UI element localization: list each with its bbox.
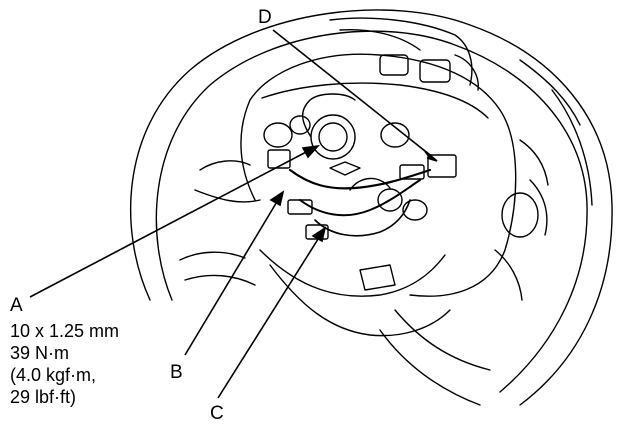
leader-line-a — [29, 149, 311, 298]
hub-outline — [249, 53, 517, 297]
center-bolt-outer — [310, 114, 356, 160]
callout-label-a: A — [10, 295, 23, 316]
callout-label-d: D — [258, 7, 272, 28]
wheel-rim-outer — [130, 9, 613, 406]
arrowhead-c — [311, 226, 327, 243]
arrowhead-a — [301, 144, 321, 159]
center-bolt-inner — [318, 122, 348, 152]
torque-lbf: 29 lbf·ft) — [10, 387, 77, 407]
callout-label-b: B — [170, 362, 183, 383]
arrowhead-b — [269, 190, 285, 207]
torque-spec: 10 x 1.25 mm 39 N·m (4.0 kgf·m, 29 lbf·f… — [10, 320, 119, 408]
torque-kgf: (4.0 kgf·m, — [10, 365, 97, 385]
wheel-rim-inner — [155, 30, 588, 393]
callout-label-c: C — [210, 403, 224, 424]
wiring-harness — [288, 168, 432, 190]
arrowhead-d — [423, 149, 438, 162]
leader-line-d — [272, 29, 431, 156]
leader-line-c — [217, 235, 321, 399]
lower-spoke — [259, 249, 446, 297]
left-spoke — [199, 160, 251, 171]
connector-b — [287, 199, 313, 215]
bolt-size: 10 x 1.25 mm — [10, 321, 120, 341]
leader-line-b — [184, 199, 279, 356]
torque-nm: 39 N·m — [10, 343, 70, 363]
connector-a — [267, 149, 291, 169]
wheel-rim-edge — [551, 89, 593, 206]
connector-d — [427, 154, 457, 178]
